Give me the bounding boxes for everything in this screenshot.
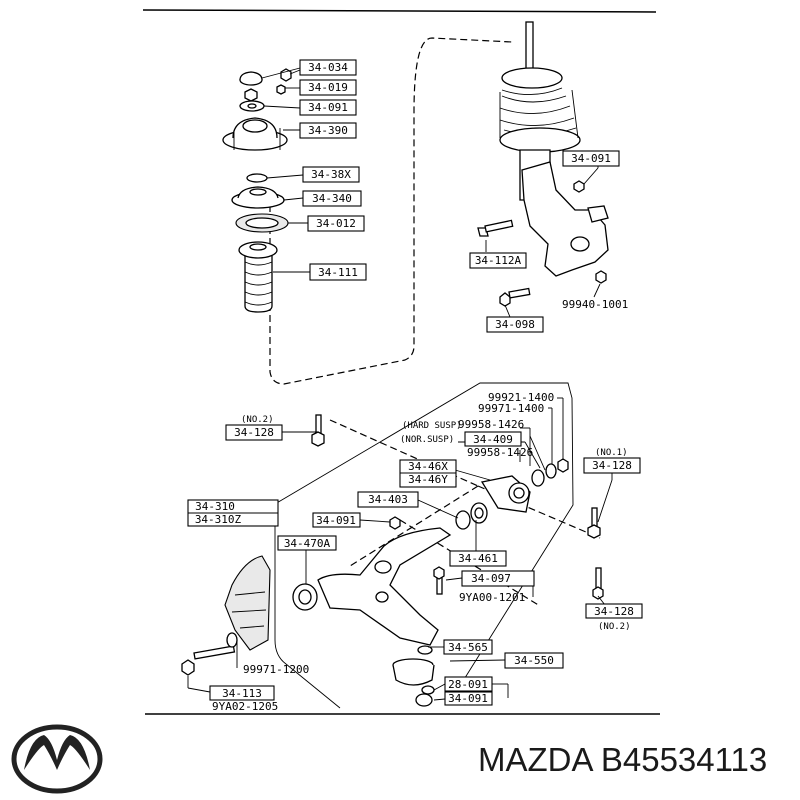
label-34-091-strut: 34-091 bbox=[571, 152, 611, 165]
lower-label-boxes: 99921-1400 99971-1400 (HARD SUSP) 99958-… bbox=[187, 391, 643, 713]
label-99971-1200: 99971-1200 bbox=[243, 663, 309, 676]
top-right-leaders bbox=[485, 166, 601, 318]
label-34-128-no1: 34-128 bbox=[592, 459, 632, 472]
label-34-550: 34-550 bbox=[514, 654, 554, 667]
label-hard-susp: (HARD SUSP) bbox=[402, 421, 462, 431]
label-34-113: 34-113 bbox=[222, 687, 262, 700]
label-34-46x: 34-46X bbox=[408, 460, 448, 473]
top-left-label-boxes: 34-034 34-019 34-091 34-390 34-38X 34-34… bbox=[299, 59, 367, 281]
label-34-403: 34-403 bbox=[368, 493, 408, 506]
label-34-128-top: 34-128 bbox=[234, 426, 274, 439]
top-left-leaders bbox=[261, 67, 310, 273]
strut-mount-parts bbox=[222, 68, 292, 313]
label-34-470a: 34-470A bbox=[284, 537, 331, 550]
label-99971-1400: 99971-1400 bbox=[478, 402, 544, 415]
label-34-097: 34-097 bbox=[471, 572, 511, 585]
label-9ya00-1201: 9YA00-1201 bbox=[459, 591, 525, 604]
label-34-034: 34-034 bbox=[308, 61, 348, 74]
label-no2-bottom: (NO.2) bbox=[598, 622, 631, 632]
label-34-565: 34-565 bbox=[448, 641, 488, 654]
label-9ya02-1205: 9YA02-1205 bbox=[212, 700, 278, 713]
label-34-019: 34-019 bbox=[308, 81, 348, 94]
label-34-409: 34-409 bbox=[473, 433, 513, 446]
label-34-390: 34-390 bbox=[308, 124, 348, 137]
top-frame-line bbox=[142, 9, 657, 13]
top-right-label-boxes: 34-091 34-112A 99940-1001 34-098 bbox=[469, 150, 628, 333]
label-no1: (NO.1) bbox=[595, 448, 628, 458]
label-34-091-top: 34-091 bbox=[308, 101, 348, 114]
brand-part-number: MAZDA B45534113 bbox=[478, 741, 767, 778]
label-34-46y: 34-46Y bbox=[408, 473, 448, 486]
lower-dashed-leaders bbox=[329, 419, 601, 607]
label-34-111: 34-111 bbox=[318, 266, 358, 279]
label-34-128-bottom: 34-128 bbox=[594, 605, 634, 618]
mazda-logo-icon bbox=[11, 724, 103, 794]
label-34-012: 34-012 bbox=[316, 217, 356, 230]
label-99958-1426-b: 99958-1426 bbox=[467, 446, 533, 459]
label-34-098: 34-098 bbox=[495, 318, 535, 331]
label-34-112a: 34-112A bbox=[475, 254, 522, 267]
label-99958-1426-a: 99958-1426 bbox=[458, 418, 524, 431]
label-99940-1001: 99940-1001 bbox=[562, 298, 628, 311]
label-nor-susp: (NOR.SUSP) bbox=[400, 435, 454, 445]
label-34-38x: 34-38X bbox=[311, 168, 351, 181]
lower-arm-outline bbox=[274, 382, 574, 709]
label-34-310z: 34-310Z bbox=[195, 513, 242, 526]
strut-dashed-outline bbox=[269, 37, 513, 385]
strut-assembly bbox=[477, 21, 609, 307]
label-34-091-lower: 34-091 bbox=[316, 514, 356, 527]
label-99921-1400: 99921-1400 bbox=[488, 391, 554, 404]
label-34-340: 34-340 bbox=[312, 192, 352, 205]
label-34-091-ball: 34-091 bbox=[448, 692, 488, 705]
label-34-461: 34-461 bbox=[458, 552, 498, 565]
label-28-091: 28-091 bbox=[448, 678, 488, 691]
label-34-310: 34-310 bbox=[195, 500, 235, 513]
label-no2-top: (NO.2) bbox=[241, 415, 274, 425]
